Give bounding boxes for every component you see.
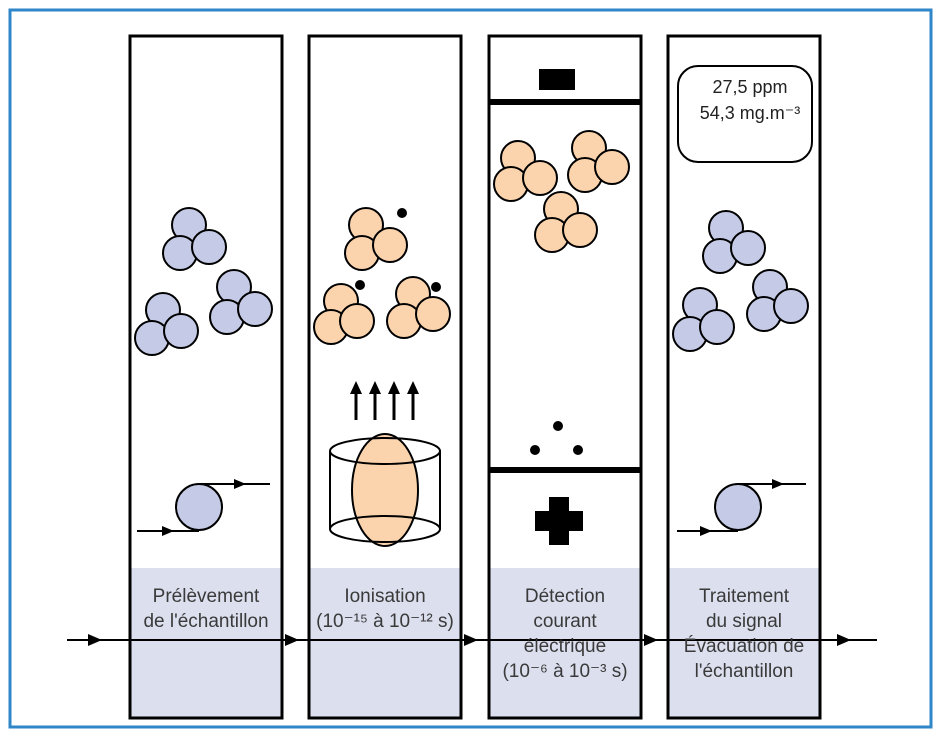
caption-detection: Détection courant électrique (10⁻⁶ à 10⁻… [489,584,641,684]
outer-frame [8,8,933,729]
panel-prelevement [128,34,284,720]
caption-line: électrique [523,636,607,657]
caption-bg-4 [668,568,820,718]
flow-arrow-icon [88,634,851,646]
pump-icon [137,479,270,536]
caption-line: Évacuation de [683,636,805,657]
panel-ionisation [307,34,463,720]
caption-line: courant [533,611,597,632]
readout-box [677,65,813,163]
caption-line: du signal [705,611,783,632]
molecule-group-orange-2 [313,207,451,345]
uv-lamp-icon [329,433,441,547]
molecule-group-blue-1 [134,207,273,356]
caption-line: Détection [524,586,606,607]
readout-mgm3: 54,3 mg.m⁻³ [699,103,801,123]
uv-arrows [350,381,419,420]
caption-line: Ionisation [344,586,426,607]
caption-line: Traitement [698,586,790,607]
concentration-readout: 27,5 ppm 54,3 mg.m⁻³ [680,74,820,126]
pump-icon [677,479,806,536]
caption-line: Prélèvement [152,586,260,607]
panel-detection [487,34,643,720]
caption-line: (10⁻⁶ à 10⁻³ s) [502,661,628,682]
plus-icon [535,497,583,545]
molecule-group-blue-4 [672,210,809,352]
caption-ionisation: Ionisation (10⁻¹⁵ à 10⁻¹² s) [309,584,461,634]
caption-bg-1 [130,568,282,718]
readout-ppm: 27,5 ppm [712,77,788,97]
caption-line: l'échantillon [694,661,794,682]
molecule-group-orange-3 [493,130,630,253]
electrons-ionisation [355,208,441,292]
caption-line: de l'échantillon [143,611,269,632]
caption-traitement: Traitement du signal Évacuation de l'éch… [668,584,820,684]
caption-bg-2 [309,568,461,718]
caption-line: (10⁻¹⁵ à 10⁻¹² s) [316,611,454,632]
minus-icon [539,69,575,90]
caption-prelevement: Prélèvement de l'échantillon [130,584,282,634]
electrons-detection [530,421,583,455]
caption-bg-3 [489,568,641,718]
panel-traitement [666,34,822,720]
